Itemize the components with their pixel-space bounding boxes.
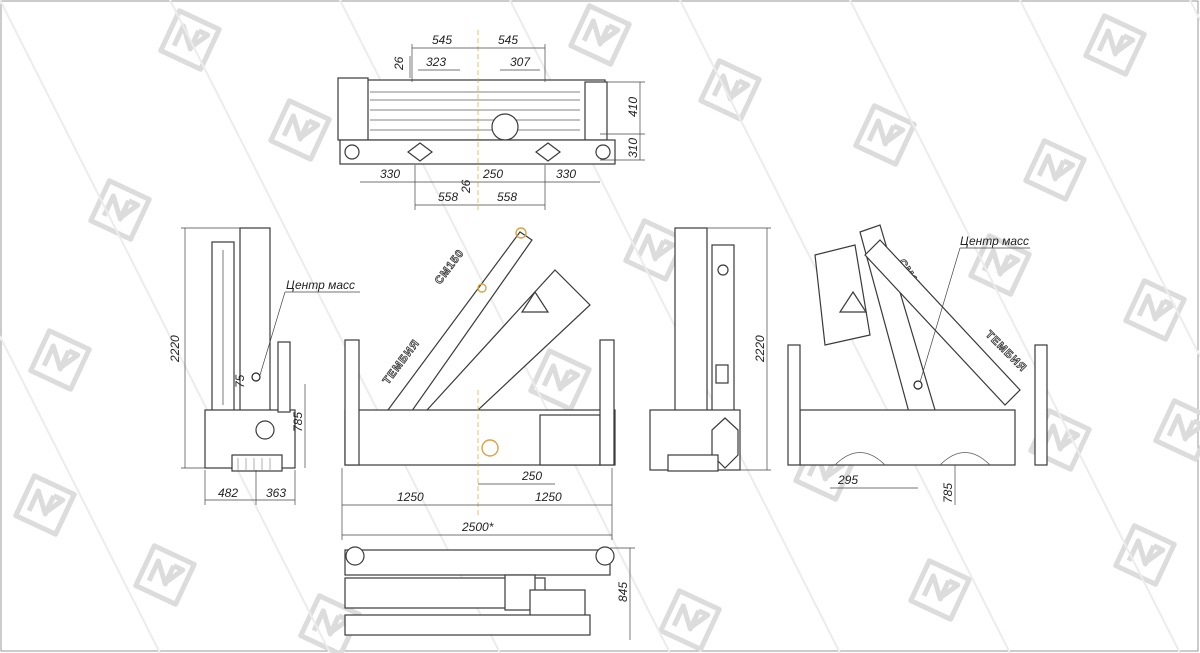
dim-545-left: 545 xyxy=(432,33,452,47)
rear-view-arch-1 xyxy=(834,452,886,466)
rear-view-outrigger-left xyxy=(787,344,801,466)
bottom-view-bottom-rail xyxy=(344,614,591,636)
nz-logo-watermark-icon xyxy=(658,588,722,652)
watermark-stripe xyxy=(169,0,501,653)
nz-logo-watermark-icon xyxy=(1113,523,1177,587)
bottom-view: 845 xyxy=(344,546,635,640)
dim-330-left: 330 xyxy=(380,167,400,181)
top-view-base-frame xyxy=(339,139,616,165)
dim-310: 310 xyxy=(626,138,640,158)
left-view-valves xyxy=(231,454,283,472)
bottom-view-wheel-left xyxy=(345,546,365,566)
top-view-outrigger-right xyxy=(595,144,611,160)
dim-2220-left: 2220 xyxy=(168,335,182,363)
front-view-warning-triangle xyxy=(520,290,550,313)
watermark-stripe xyxy=(1019,0,1200,359)
nz-logo-watermark-icon xyxy=(1023,138,1087,202)
top-view: 545 545 323 307 26 410 310 330 26 250 33… xyxy=(337,30,645,210)
nz-logo-watermark-icon xyxy=(528,348,592,412)
rear-view: CM150 ТЕМБИЯ Центр масс 295 785 xyxy=(787,224,1048,505)
nz-logo-watermark-icon xyxy=(568,3,632,67)
center-of-mass-label-rear: Центр масс xyxy=(960,234,1029,248)
right-side-view: 2220 xyxy=(649,227,771,472)
front-view: CM150 ТЕМБИЯ 250 1250 1250 2500* xyxy=(341,227,616,540)
front-view-outrigger-left xyxy=(344,339,360,466)
front-view-pin-mid xyxy=(477,283,487,293)
left-view-outrigger xyxy=(277,341,291,413)
callout-leader-left xyxy=(259,291,286,376)
front-view-outrigger-right xyxy=(599,339,615,466)
nz-logo-watermark-icon xyxy=(158,8,222,72)
nz-logo-watermark-icon xyxy=(698,58,762,122)
dim-250: 250 xyxy=(482,167,503,181)
right-view-boom xyxy=(674,227,708,419)
nz-logo-watermark-icon xyxy=(88,178,152,242)
front-view-pin-top xyxy=(515,227,527,239)
dim-2500: 2500* xyxy=(461,520,494,534)
dim-363: 363 xyxy=(266,486,286,500)
rear-view-outrigger-right xyxy=(1034,344,1048,466)
dim-295: 295 xyxy=(837,473,858,487)
nz-logo-watermark-icon xyxy=(13,473,77,537)
right-view-valves xyxy=(667,454,719,472)
dim-845: 845 xyxy=(616,582,630,602)
top-view-left-block xyxy=(337,77,369,141)
nz-logo-watermark-icon xyxy=(268,98,332,162)
rear-view-jib xyxy=(864,239,1021,406)
dim-330-right: 330 xyxy=(556,167,576,181)
center-of-mass-label-left: Центр масс xyxy=(286,278,355,292)
dim-785-right: 785 xyxy=(941,483,955,503)
top-view-outrigger-left xyxy=(344,144,360,160)
dim-323: 323 xyxy=(426,55,446,69)
dim-558-left: 558 xyxy=(438,190,458,204)
watermark-stripe xyxy=(0,0,331,653)
rear-view-arch-2 xyxy=(939,452,991,466)
left-view-pulley xyxy=(255,420,275,440)
top-view-slewing-ring xyxy=(491,113,519,141)
dim-26-top: 26 xyxy=(392,56,406,71)
dim-1250-left: 1250 xyxy=(397,490,424,504)
right-view-hook xyxy=(717,264,729,276)
nz-logo-watermark-icon xyxy=(1083,13,1147,77)
dim-307: 307 xyxy=(510,55,531,69)
nz-logo-watermark-icon xyxy=(1123,278,1187,342)
nz-logo-watermark-icon xyxy=(28,328,92,392)
dim-1250-right: 1250 xyxy=(535,490,562,504)
dim-2220-right: 2220 xyxy=(753,335,767,363)
left-view-boom xyxy=(239,227,271,414)
bottom-view-wheel-right xyxy=(595,546,615,566)
rear-view-base xyxy=(799,409,1016,466)
left-side-view: Центр масс 2220 785 75 482 363 xyxy=(168,227,360,505)
dim-545-right: 545 xyxy=(498,33,518,47)
front-view-valve-block xyxy=(539,414,601,466)
nz-logo-watermark-icon xyxy=(908,558,972,622)
rear-view-warning-triangle xyxy=(838,290,868,313)
rear-view-head xyxy=(814,244,871,346)
center-of-mass-icon-rear xyxy=(913,380,923,390)
watermark-stripe xyxy=(0,334,161,653)
boom-marking: CM150 xyxy=(433,247,467,287)
bottom-view-top-rail xyxy=(344,549,611,576)
dim-482: 482 xyxy=(218,486,238,500)
right-view-cylinder xyxy=(715,364,729,384)
nz-logo-watermark-icon xyxy=(853,103,917,167)
dim-75: 75 xyxy=(233,374,247,388)
dim-785-left: 785 xyxy=(291,412,305,432)
center-of-mass-icon xyxy=(251,372,261,382)
dim-558-right: 558 xyxy=(497,190,517,204)
nz-logo-watermark-icon xyxy=(133,543,197,607)
top-view-right-block xyxy=(584,81,608,141)
nz-logo-watermark-icon xyxy=(1153,398,1200,462)
dim-26-bottom: 26 xyxy=(459,179,473,194)
front-view-slew xyxy=(481,439,499,457)
top-view-diamond-left xyxy=(407,142,433,162)
top-view-diamond-right xyxy=(535,142,561,162)
watermark-stripe xyxy=(849,0,1181,653)
dim-250-front: 250 xyxy=(521,469,542,483)
dim-410: 410 xyxy=(626,97,640,117)
callout-leader-rear xyxy=(919,247,961,383)
